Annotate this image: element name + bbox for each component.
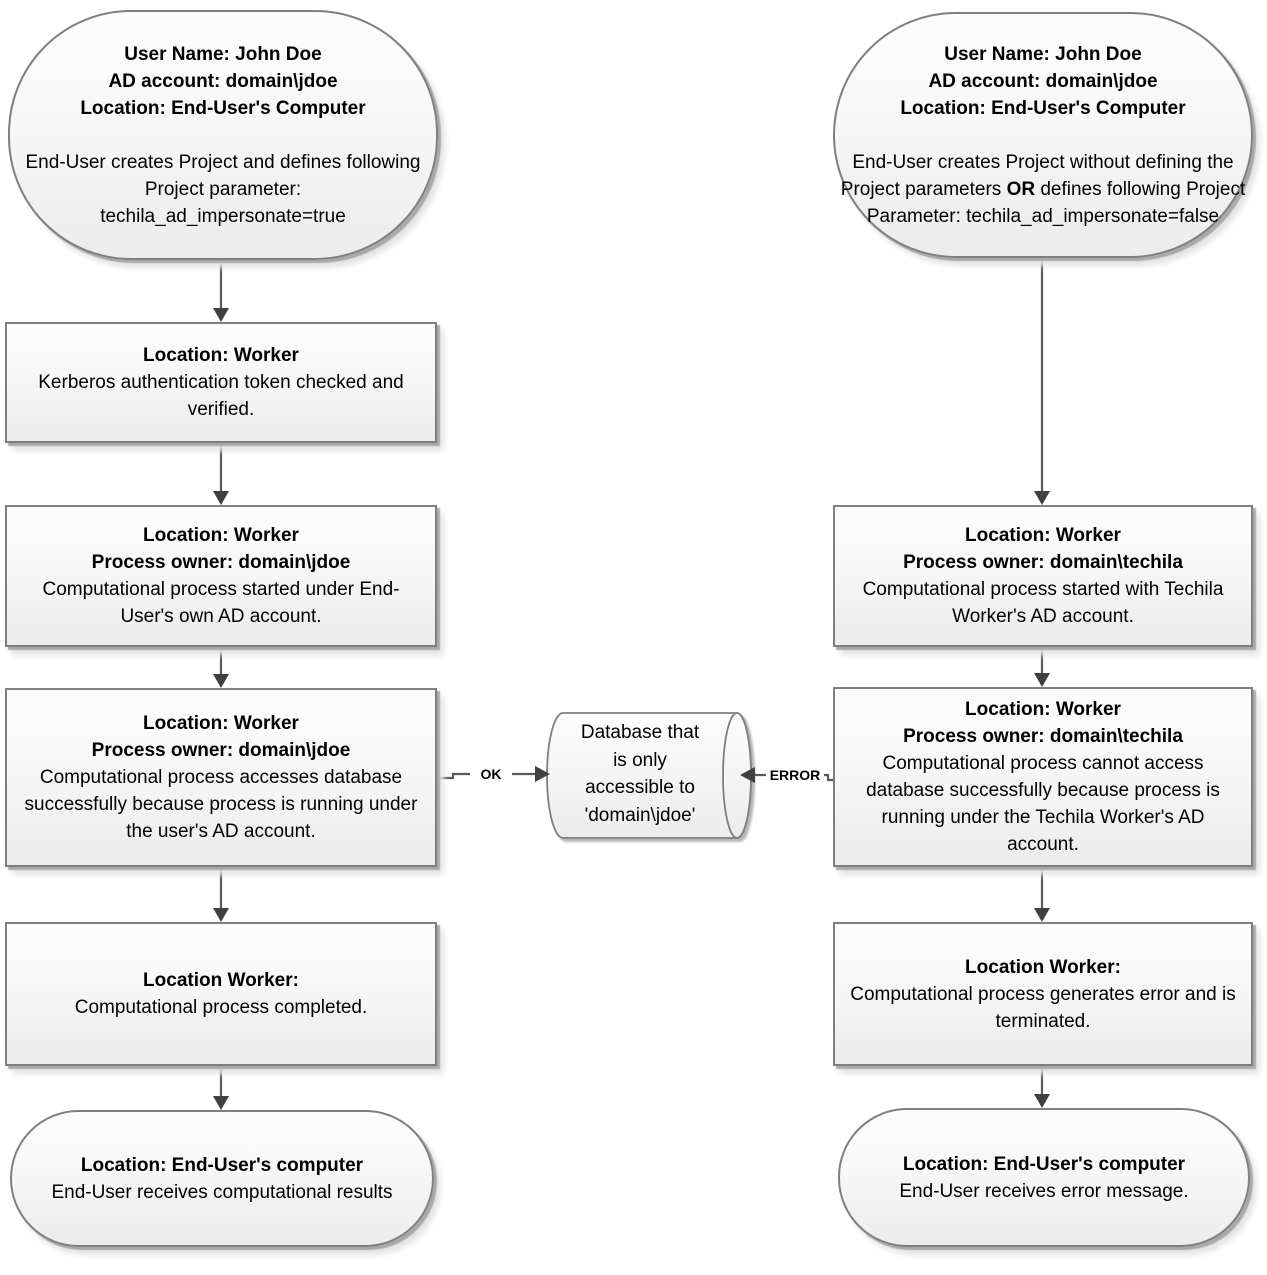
node-title-line: Process owner: domain\techila bbox=[903, 552, 1183, 573]
arrow-right-1 bbox=[1034, 256, 1050, 505]
process-started-techila-box: Location: Worker Process owner: domain\t… bbox=[833, 505, 1253, 647]
node-title-line: Location: End-User's Computer bbox=[80, 97, 366, 119]
node-body-text: End-User creates Project without definin… bbox=[840, 151, 1246, 227]
node-body-text: Computational process completed. bbox=[74, 997, 368, 1018]
node-title-line: Location Worker: bbox=[965, 956, 1121, 978]
node-title-line: Location: Worker bbox=[143, 525, 299, 546]
node-title-line: User Name: John Doe bbox=[944, 43, 1142, 65]
db-access-fail-box: Location: Worker Process owner: domain\t… bbox=[833, 687, 1253, 867]
node-title-line: Location: End-User's computer bbox=[80, 1154, 364, 1176]
end-node-error: Location: End-User's computer End-User r… bbox=[838, 1108, 1250, 1247]
node-title-line: Location: Worker bbox=[143, 345, 299, 366]
node-title-line: Location: End-User's Computer bbox=[900, 97, 1186, 119]
arrow-right-3 bbox=[1034, 867, 1050, 922]
node-body-text: Kerberos authentication token checked an… bbox=[38, 372, 404, 420]
arrow-right-2 bbox=[1034, 647, 1050, 687]
start-node-impersonate-true: User Name: John Doe AD account: domain\j… bbox=[8, 10, 438, 260]
node-body-text: End-User receives computational results bbox=[51, 1181, 393, 1203]
arrow-left-3 bbox=[213, 647, 229, 688]
node-title-line: Location: Worker bbox=[143, 713, 299, 734]
node-title-line: Process owner: domain\jdoe bbox=[91, 740, 351, 761]
node-body-text: Computational process cannot access data… bbox=[866, 753, 1220, 855]
database-label: Database that is only accessible to 'dom… bbox=[580, 722, 700, 826]
arrow-right-4 bbox=[1034, 1066, 1050, 1108]
ok-edge-label: OK bbox=[470, 763, 512, 785]
kerberos-check-box: Location: Worker Kerberos authentication… bbox=[5, 322, 437, 443]
node-title-line: Process owner: domain\jdoe bbox=[91, 552, 351, 573]
db-access-success-box: Location: Worker Process owner: domain\j… bbox=[5, 688, 437, 867]
arrow-left-2 bbox=[213, 443, 229, 505]
process-completed-box: Location Worker: Computational process c… bbox=[5, 922, 437, 1066]
node-body-text: Computational process accesses database … bbox=[24, 767, 418, 842]
node-title-line: AD account: domain\jdoe bbox=[928, 70, 1158, 92]
end-node-results: Location: End-User's computer End-User r… bbox=[10, 1110, 434, 1247]
node-title-line: Process owner: domain\techila bbox=[903, 726, 1183, 747]
arrow-left-4 bbox=[213, 867, 229, 922]
start-node-impersonate-false: User Name: John Doe AD account: domain\j… bbox=[833, 12, 1253, 258]
node-body-text: Computational process started with Techi… bbox=[862, 579, 1224, 627]
process-error-box: Location Worker: Computational process g… bbox=[833, 922, 1253, 1066]
arrow-left-1 bbox=[213, 260, 229, 322]
node-body-text: End-User receives error message. bbox=[899, 1180, 1189, 1202]
node-title-line: Location Worker: bbox=[143, 970, 299, 991]
process-started-jdoe-box: Location: Worker Process owner: domain\j… bbox=[5, 505, 437, 647]
node-title-line: Location: Worker bbox=[965, 699, 1121, 720]
arrow-left-5 bbox=[213, 1066, 229, 1110]
node-title-line: Location: End-User's computer bbox=[902, 1153, 1186, 1175]
node-title-line: User Name: John Doe bbox=[124, 43, 322, 65]
node-body-text: Computational process started under End-… bbox=[42, 579, 400, 627]
node-title-line: Location: Worker bbox=[965, 525, 1121, 546]
node-title-line: AD account: domain\jdoe bbox=[108, 70, 338, 92]
error-edge-label: ERROR bbox=[766, 764, 824, 786]
database-cylinder bbox=[546, 712, 752, 839]
node-body-text: End-User creates Project and defines fol… bbox=[25, 151, 421, 227]
node-body-text: Computational process generates error an… bbox=[850, 983, 1236, 1032]
